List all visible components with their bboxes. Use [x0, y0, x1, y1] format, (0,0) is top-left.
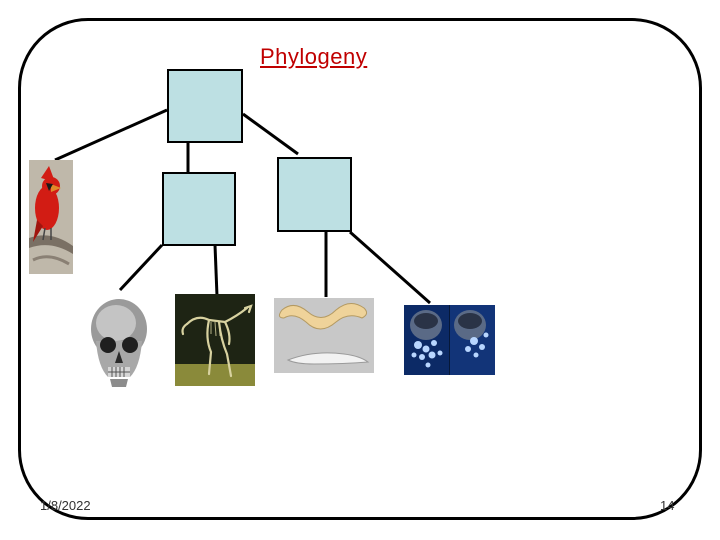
page-number: 14	[660, 498, 675, 513]
dinosaur-image	[175, 294, 255, 386]
slide-frame	[18, 18, 702, 520]
left-node	[162, 172, 236, 246]
line-root-to-bird	[54, 108, 168, 162]
line-root-to-right-node	[242, 112, 299, 156]
cells-image	[404, 305, 495, 375]
line-right-node-to-cells	[349, 230, 431, 305]
worms-image	[274, 298, 374, 373]
footer-date: 1/8/2022	[40, 498, 91, 513]
slide-title: Phylogeny	[260, 44, 368, 69]
line-left-node-to-dinosaur	[213, 244, 219, 297]
line-left-node-to-skull	[118, 243, 164, 292]
skull-image	[86, 297, 152, 389]
root-node	[167, 69, 243, 143]
right-node	[277, 157, 352, 232]
bird-image	[29, 160, 73, 274]
